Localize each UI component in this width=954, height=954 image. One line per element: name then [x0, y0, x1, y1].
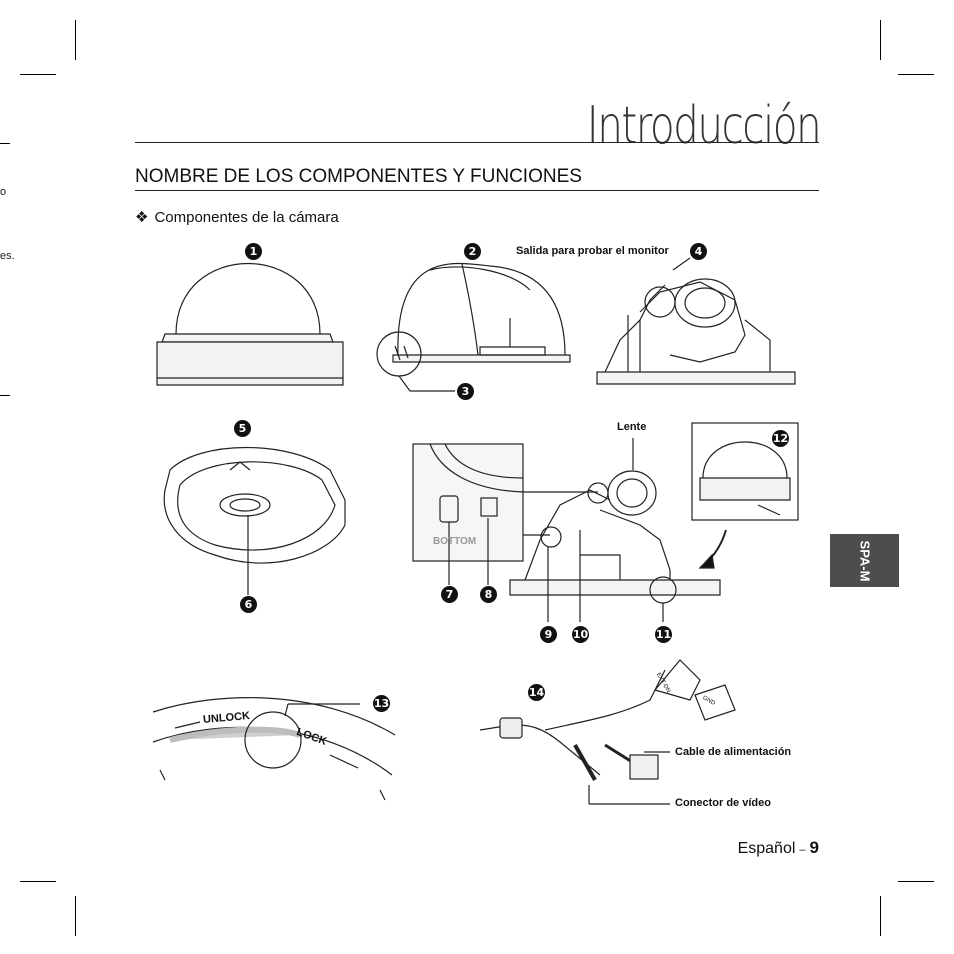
crop-mark [880, 20, 881, 60]
callout-1: 1 [245, 243, 262, 260]
callout-13: 13 [373, 695, 390, 712]
crop-mark [880, 896, 881, 936]
callout-6: 6 [240, 596, 257, 613]
dome-shield-drawing [376, 262, 571, 392]
callout-10: 10 [572, 626, 589, 643]
power-cable-label: Cable de alimentación [675, 746, 792, 758]
subsection-title: Componentes de la cámara [154, 209, 339, 226]
bottom-text: BOTTOM [433, 536, 477, 547]
section-title: NOMBRE DE LOS COMPONENTES Y FUNCIONES [135, 166, 582, 187]
footer-language: Español [737, 840, 796, 857]
base-plate-drawing [163, 446, 346, 595]
page-footer: Español–9 [738, 838, 819, 858]
inset-drawing [691, 422, 799, 569]
page-title: Introducción [586, 96, 822, 156]
subsection-heading: ❖ Componentes de la cámara [135, 208, 339, 226]
crop-mark [20, 881, 56, 882]
video-connector-label: Conector de vídeo [675, 797, 771, 809]
page-number: 9 [809, 838, 819, 857]
side-tab-label: SPA-M [857, 540, 872, 581]
callout-12: 12 [772, 430, 789, 447]
crop-mark [20, 74, 56, 75]
margin-fragment: o [0, 186, 7, 198]
callout-4: 4 [690, 243, 707, 260]
callout-2: 2 [464, 243, 481, 260]
crop-mark [75, 896, 76, 936]
camera-module-drawing [596, 257, 796, 385]
footer-separator: – [799, 844, 806, 856]
callout-3: 3 [457, 383, 474, 400]
closeup-drawing [412, 443, 598, 585]
callout-5: 5 [234, 420, 251, 437]
camera-side-drawing [509, 438, 721, 622]
language-side-tab: SPA-M [830, 534, 899, 587]
callout-8: 8 [480, 586, 497, 603]
diamond-bullet-icon: ❖ [135, 209, 149, 226]
callout-7: 7 [441, 586, 458, 603]
monitor-out-label: Salida para probar el monitor [516, 245, 669, 257]
lens-label: Lente [617, 421, 647, 433]
dome-cover-drawing [156, 263, 344, 386]
section-divider [135, 190, 819, 191]
lock-ring-drawing [152, 697, 396, 801]
crop-mark [898, 74, 934, 75]
crop-mark [898, 881, 934, 882]
margin-fragment: es. [0, 250, 15, 262]
cable-drawing [479, 659, 736, 805]
callout-14: 14 [528, 684, 545, 701]
margin-line [0, 143, 10, 144]
callout-11: 11 [655, 626, 672, 643]
margin-line [0, 395, 10, 396]
crop-mark [75, 20, 76, 60]
callout-9: 9 [540, 626, 557, 643]
title-divider [135, 142, 819, 143]
